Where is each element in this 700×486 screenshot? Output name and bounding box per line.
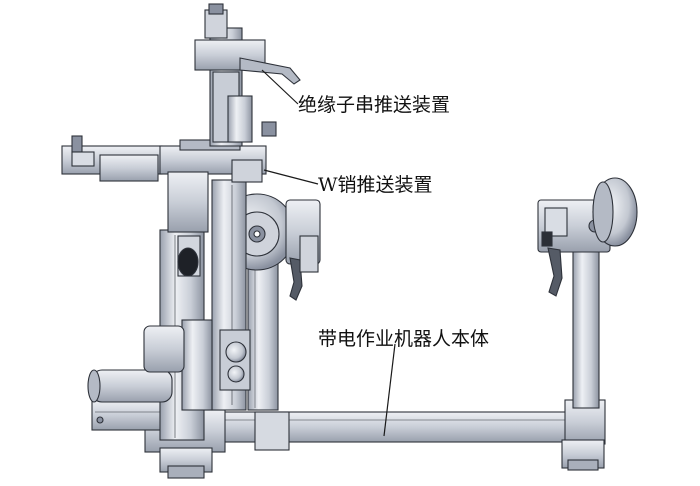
- label-robot-body: 带电作业机器人本体: [318, 328, 490, 350]
- main-column: [87, 179, 251, 441]
- label-w-pin-pusher: W销推送装置: [318, 174, 433, 196]
- leader-lines: [261, 69, 396, 437]
- insulator-pusher: [194, 3, 301, 147]
- base-frame: [91, 399, 606, 479]
- right-column: [537, 177, 638, 409]
- center-column: [218, 193, 321, 411]
- label-insulator-pusher: 绝缘子串推送装置: [298, 94, 451, 116]
- arm-assembly: [61, 135, 267, 233]
